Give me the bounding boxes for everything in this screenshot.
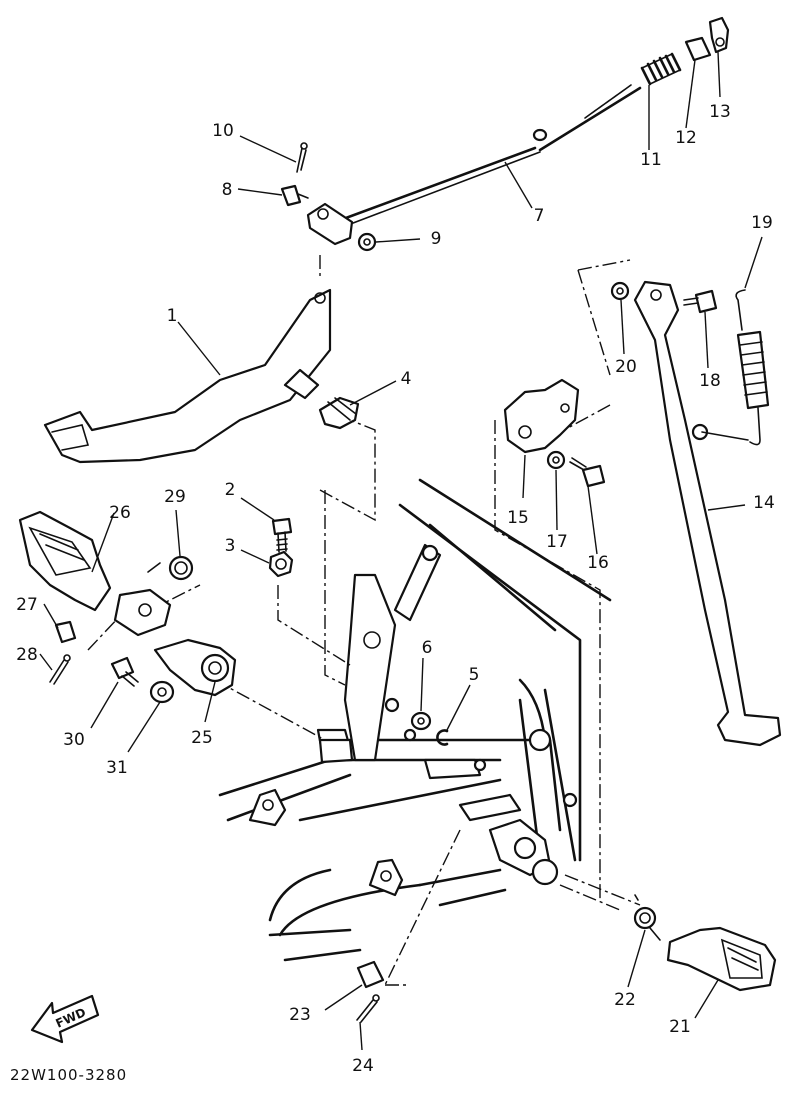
part-19-sidestand-spring — [701, 289, 770, 446]
part-20-nut — [610, 281, 630, 301]
part-15-bracket — [503, 378, 580, 454]
part-1-brake-pedal — [43, 288, 332, 464]
part-3-nut — [268, 550, 294, 578]
callout-19: 19 — [751, 213, 773, 233]
part-16-bolt — [569, 457, 606, 488]
callout-3: 3 — [225, 536, 236, 556]
callout-22: 22 — [614, 990, 636, 1010]
part-24-cotter-pin — [356, 994, 380, 1023]
part-13-adjusting-nut — [708, 16, 730, 54]
part-8-pin — [280, 184, 309, 207]
callout-28: 28 — [16, 645, 38, 665]
callout-2: 2 — [225, 480, 236, 500]
callout-31: 31 — [106, 758, 128, 778]
part-6-washer — [410, 711, 432, 731]
callout-30: 30 — [63, 730, 85, 750]
callout-15: 15 — [507, 508, 529, 528]
callout-24: 24 — [352, 1056, 374, 1076]
callout-18: 18 — [699, 371, 721, 391]
frame — [218, 478, 612, 962]
callout-12: 12 — [675, 128, 697, 148]
leader-lines — [39, 51, 763, 1051]
fwd-arrow-icon: FWD — [30, 994, 100, 1044]
part-11-spring — [640, 52, 682, 86]
part-25-footrest-bracket — [153, 638, 237, 697]
part-28-cotter-pin — [49, 654, 71, 685]
callout-16: 16 — [587, 553, 609, 573]
callout-17: 17 — [546, 532, 568, 552]
callout-4: 4 — [401, 369, 412, 389]
callout-labels: 1 2 3 4 5 6 7 8 9 10 11 12 13 14 15 16 1… — [16, 102, 775, 1076]
part-23-pin — [356, 960, 385, 989]
part-2-bolt — [271, 517, 293, 553]
part-21-footrest-right — [666, 926, 777, 992]
part-30-bolt — [110, 656, 139, 687]
callout-26: 26 — [109, 503, 131, 523]
callout-5: 5 — [469, 665, 480, 685]
part-10-cotter-pin — [296, 142, 308, 173]
callout-6: 6 — [422, 638, 433, 658]
part-29-spring — [147, 555, 194, 581]
callout-25: 25 — [191, 728, 213, 748]
callout-29: 29 — [164, 487, 186, 507]
part-12-joint — [684, 36, 712, 62]
brake-rod-clevis — [306, 202, 354, 246]
part-31-washer — [149, 680, 175, 704]
part-27-pin — [54, 620, 77, 644]
part-5-circlip — [436, 729, 449, 746]
callout-13: 13 — [709, 102, 731, 122]
diagram-code: 22W100-3280 — [10, 1066, 127, 1084]
part-26-footrest-left — [18, 510, 172, 637]
assembly-lines — [87, 255, 641, 986]
callout-14: 14 — [753, 493, 775, 513]
part-22-spring — [633, 894, 661, 941]
callout-21: 21 — [669, 1017, 691, 1037]
part-14-sidestand — [633, 280, 782, 747]
callout-1: 1 — [167, 306, 178, 326]
part-18-bolt — [683, 289, 718, 314]
callout-23: 23 — [289, 1005, 311, 1025]
callout-9: 9 — [431, 229, 442, 249]
callout-11: 11 — [640, 150, 662, 170]
part-17-washer — [546, 450, 566, 470]
callout-7: 7 — [534, 206, 545, 226]
part-9-nut — [357, 232, 377, 252]
part-7-brake-rod — [333, 84, 642, 229]
callout-20: 20 — [615, 357, 637, 377]
callout-27: 27 — [16, 595, 38, 615]
part-4-return-spring — [318, 396, 360, 430]
callout-8: 8 — [222, 180, 233, 200]
callout-10: 10 — [212, 121, 234, 141]
